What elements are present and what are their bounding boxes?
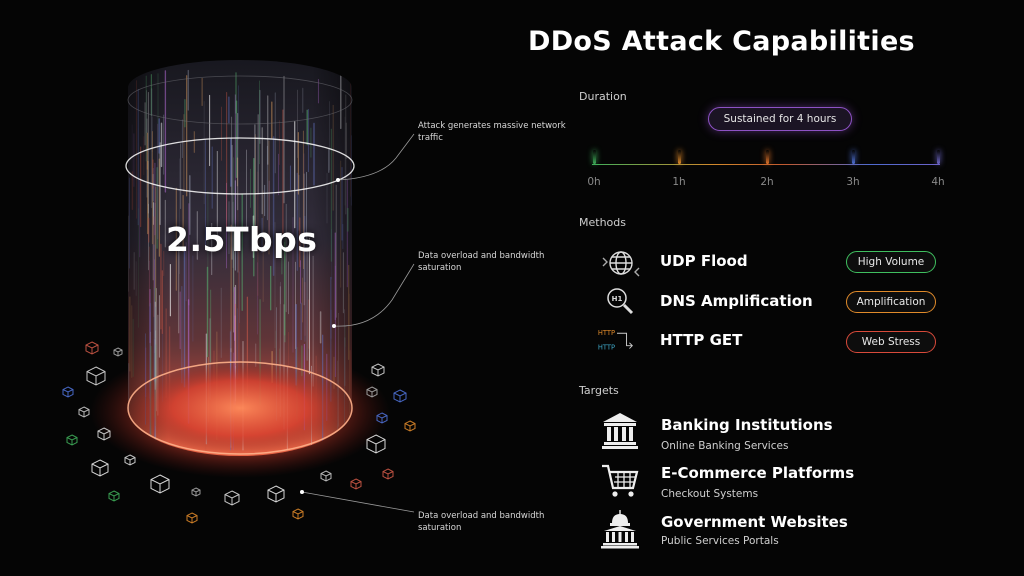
target-sub-ecommerce: Checkout Systems: [661, 488, 759, 500]
timeline-tick-label: 0h: [587, 176, 601, 188]
decorative-cube: [376, 412, 388, 424]
timeline-tick: [593, 150, 596, 164]
globe-icon: [602, 251, 640, 277]
target-name-ecommerce: E-Commerce Platforms: [661, 464, 855, 482]
cylinder-graphic: [62, 60, 416, 524]
decorative-cube: [292, 508, 304, 520]
method-name-udp-flood: UDP Flood: [660, 252, 748, 270]
decorative-cube: [186, 512, 198, 524]
decorative-cube: [108, 490, 120, 502]
decorative-cube: [113, 347, 123, 357]
timeline-tick-label: 2h: [760, 176, 774, 188]
decorative-cube: [78, 406, 90, 418]
target-name-banking: Banking Institutions: [661, 416, 833, 434]
shopping-cart-icon: [602, 464, 639, 497]
timeline-tick-label: 3h: [846, 176, 860, 188]
badge-high-volume: High Volume: [846, 251, 936, 273]
timeline-tick: [678, 150, 681, 164]
duration-section-label: Duration: [579, 90, 627, 103]
http-arrows-icon: HTTP HTTP: [598, 329, 633, 352]
svg-text:H1: H1: [612, 295, 623, 303]
http-label-1: HTTP: [598, 329, 615, 337]
annotation-bandwidth-saturation-2: Data overload and bandwidth saturation: [418, 511, 545, 533]
duration-timeline: [592, 164, 940, 165]
decorative-cube: [371, 363, 385, 377]
decorative-cube: [224, 490, 240, 506]
target-name-government: Government Websites: [661, 513, 848, 531]
decorative-cube: [382, 468, 394, 480]
decorative-cube: [86, 366, 106, 386]
method-name-dns-amplification: DNS Amplification: [660, 292, 813, 310]
http-label-2: HTTP: [598, 344, 615, 352]
annotation-massive-traffic: Attack generates massive network traffic: [418, 121, 566, 143]
badge-amplification: Amplification: [846, 291, 936, 313]
decorative-cube: [150, 474, 170, 494]
timeline-tick-label: 1h: [672, 176, 686, 188]
decorative-cube: [191, 487, 201, 497]
method-name-http-get: HTTP GET: [660, 331, 743, 349]
decorative-cube: [267, 485, 285, 503]
annotation-bandwidth-saturation: Data overload and bandwidth saturation: [418, 251, 545, 273]
timeline-tick-label: 4h: [931, 176, 945, 188]
bank-icon: [602, 413, 638, 449]
decorative-cube: [404, 420, 416, 432]
decorative-cube: [97, 427, 111, 441]
target-sub-banking: Online Banking Services: [661, 440, 789, 452]
decorative-cube: [91, 459, 109, 477]
targets-section-label: Targets: [579, 384, 619, 397]
page-title: DDoS Attack Capabilities: [528, 26, 915, 57]
capitol-building-icon: [601, 510, 639, 549]
decorative-cube: [320, 470, 332, 482]
decorative-cube: [366, 434, 386, 454]
methods-section-label: Methods: [579, 216, 626, 229]
decorative-cube: [366, 386, 378, 398]
badge-web-stress: Web Stress: [846, 331, 936, 353]
timeline-tick: [766, 150, 769, 164]
decorative-cube: [124, 454, 136, 466]
decorative-cube: [66, 434, 78, 446]
peak-bandwidth-value: 2.5Tbps: [166, 220, 318, 259]
decorative-cube: [85, 341, 99, 355]
duration-pill: Sustained for 4 hours: [708, 107, 852, 131]
timeline-tick: [852, 150, 855, 164]
decorative-cube: [350, 478, 362, 490]
decorative-cube: [393, 389, 407, 403]
target-sub-government: Public Services Portals: [661, 535, 779, 547]
decorative-cube: [62, 386, 74, 398]
traffic-cylinder-visual: 2.5Tbps Attack generates massive network…: [62, 60, 566, 533]
timeline-tick: [937, 150, 940, 164]
magnifier-icon: H1: [607, 288, 634, 315]
